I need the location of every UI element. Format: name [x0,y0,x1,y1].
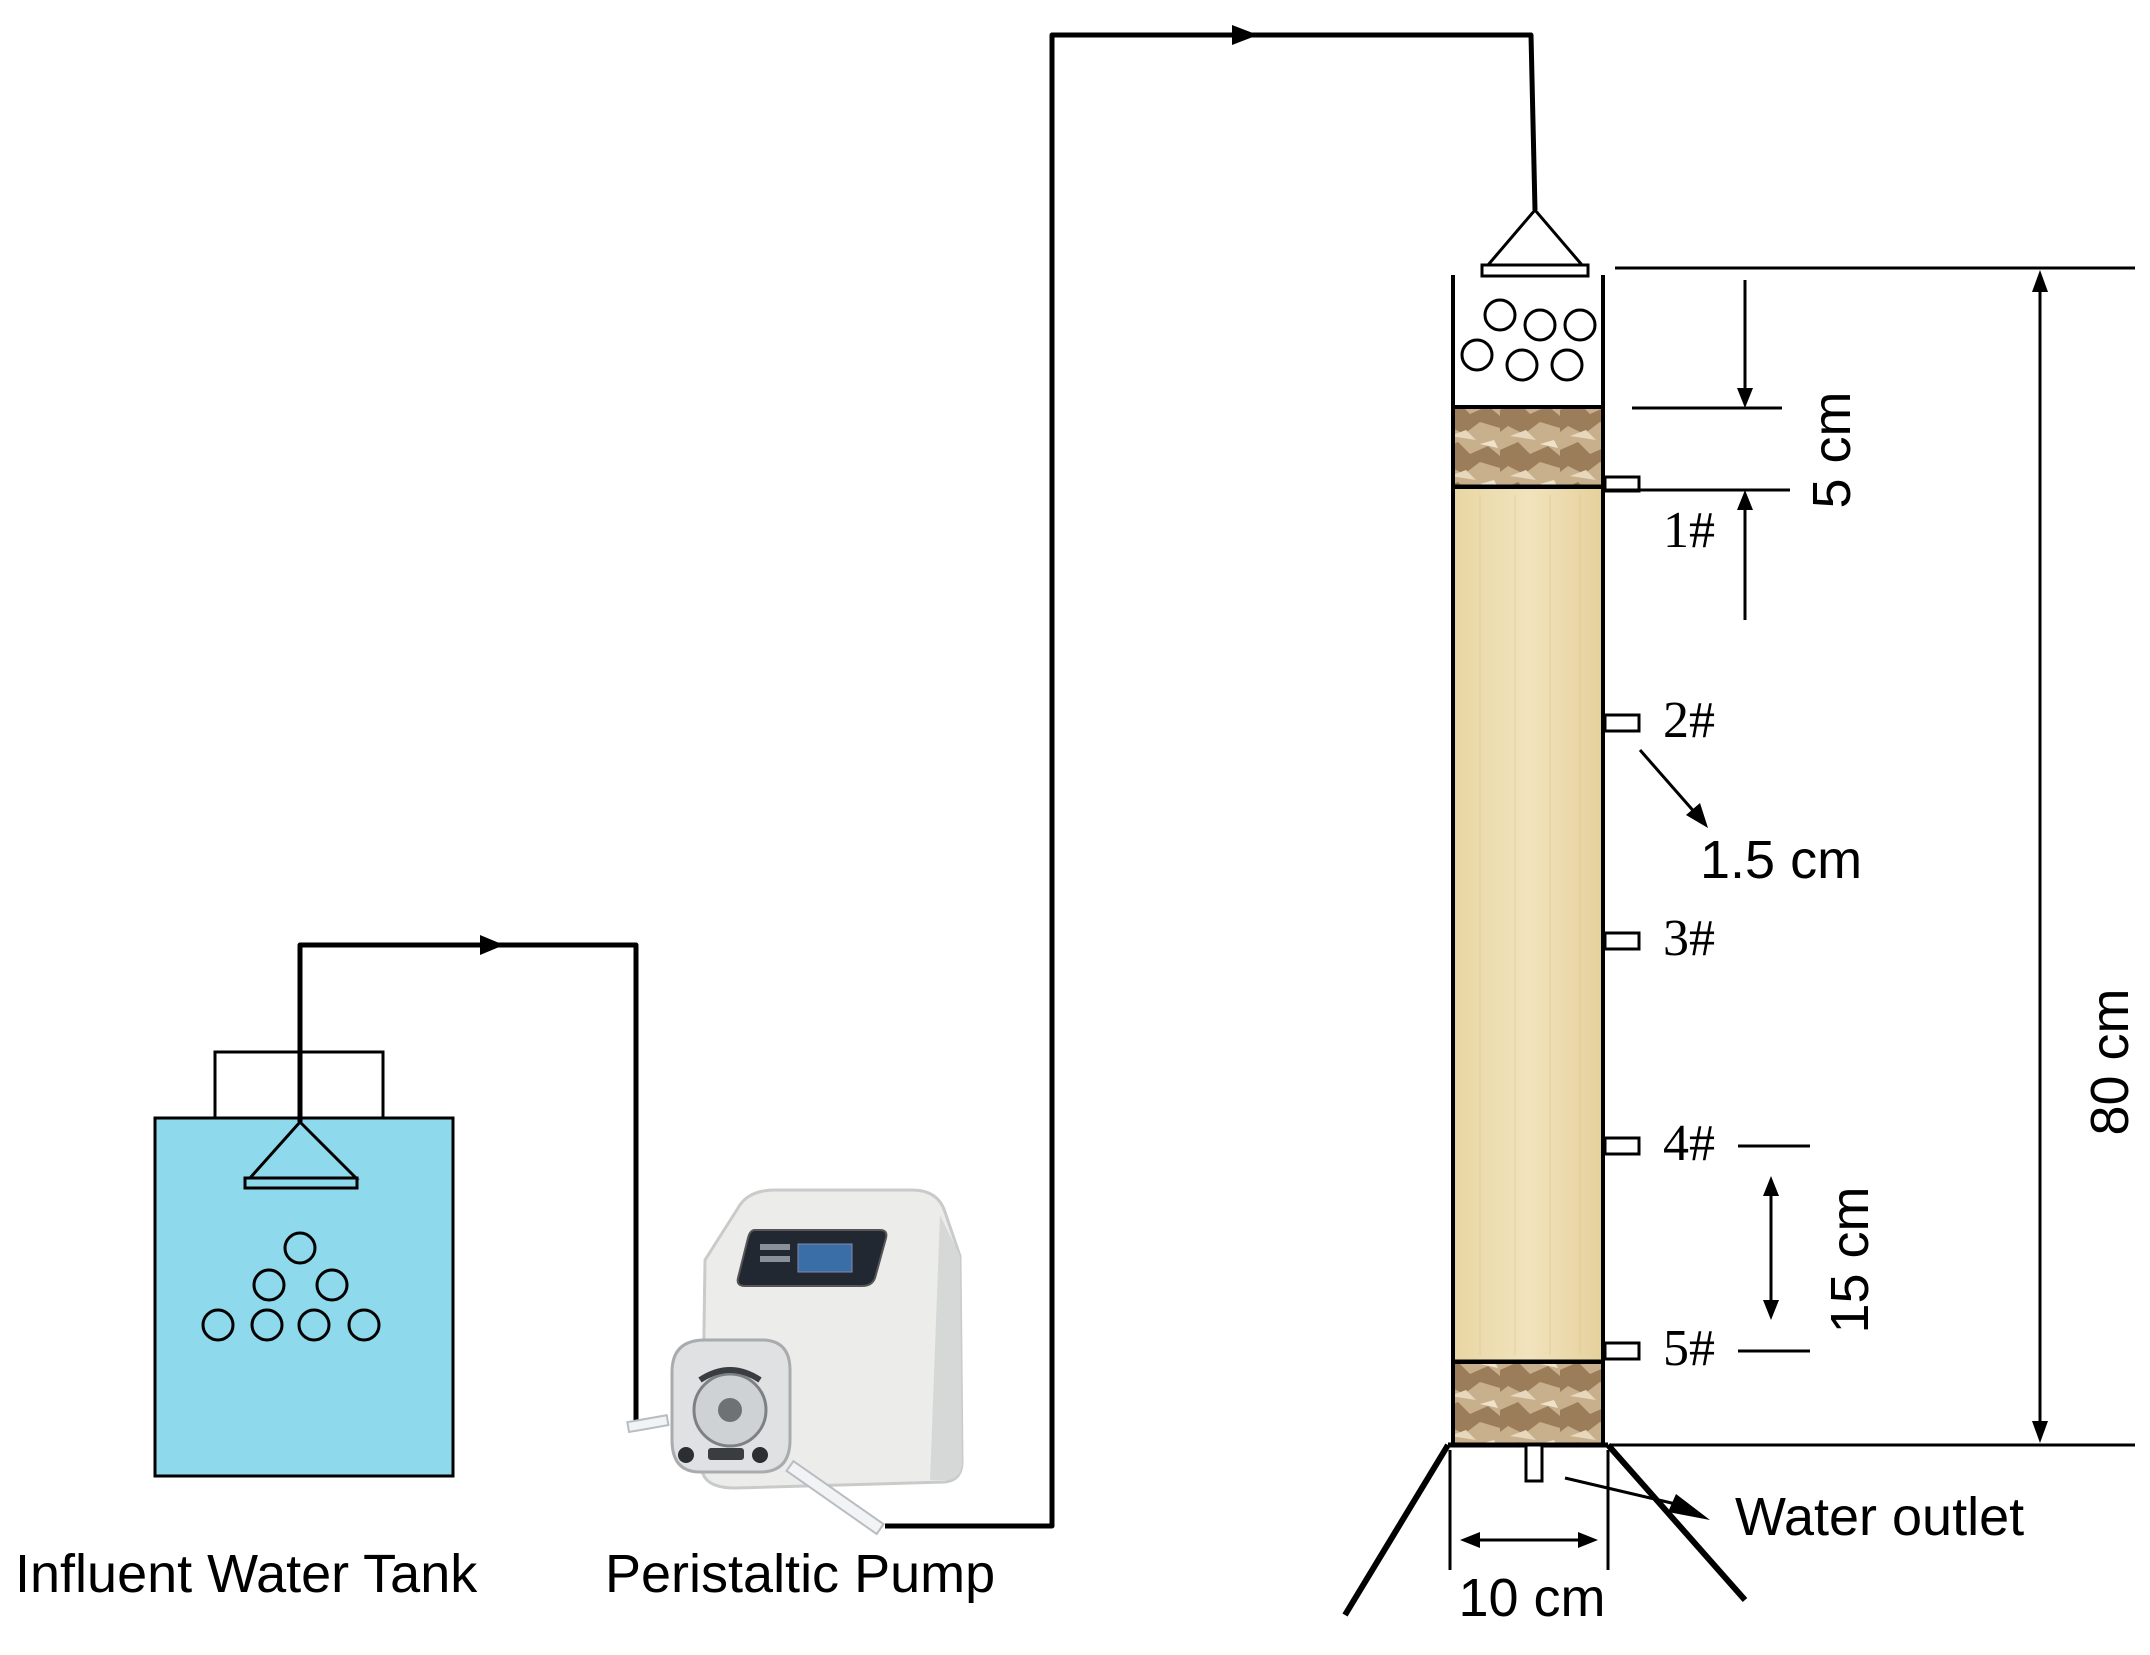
pump-button-row [760,1244,790,1250]
label-influent-water-tank: Influent Water Tank [15,1544,478,1604]
tank-funnel-base [243,1176,359,1190]
tube-pump-to-column [885,32,1538,1529]
dim-label-port-spacing: 15 cm [1820,1186,1880,1333]
peristaltic-pump [626,1188,964,1536]
port-label-1: 1# [1663,502,1715,559]
sampling-port-3 [1603,931,1641,951]
sampling-port-2 [1603,713,1641,733]
sampling-port-4 [1603,1136,1641,1156]
sampling-ports [1603,475,1641,1361]
pump-screen [797,1243,853,1273]
soil-layer [1455,489,1601,1361]
flow-tubing [297,32,1538,1529]
port-label-5: 5# [1663,1320,1715,1377]
dim-label-column-diameter: 10 cm [1458,1568,1605,1628]
column-leg-right [1605,1443,1748,1602]
column-distributor [1484,207,1586,267]
dim-label-column-height: 80 cm [2080,988,2140,1135]
gravel-layer-bottom [1455,1364,1601,1444]
tube-tank-to-pump [297,942,639,1428]
column-leg-left [1342,1443,1451,1617]
tank-bubbles [201,1231,381,1342]
flow-arrow-2 [1232,25,1258,45]
port-label-4: 4# [1663,1115,1715,1172]
dim-label-port-length: 1.5 cm [1700,830,1862,890]
influent-water-tank [153,1050,455,1478]
flow-arrow-1 [480,935,504,955]
dim-label-top-layer: 5 cm [1802,391,1862,508]
port-label-2: 2# [1663,692,1715,749]
sampling-port-5 [1603,1341,1641,1361]
label-water-outlet: Water outlet [1735,1487,2024,1547]
pump-tube-left [626,1414,670,1434]
tank-body [153,1116,455,1478]
dimension-arrowheads [1460,270,2048,1548]
column-distributor-base [1480,263,1590,278]
label-peristaltic-pump: Peristaltic Pump [605,1544,995,1604]
pump-tube-right [785,1459,885,1536]
water-outlet-pipe [1524,1443,1544,1483]
port-label-3: 3# [1663,910,1715,967]
pump-side [930,1215,962,1480]
soil-column [1342,207,1748,1617]
dimension-lines [1448,266,2135,1570]
gravel-layer-top [1455,407,1601,485]
column-bubbles [1460,298,1597,382]
